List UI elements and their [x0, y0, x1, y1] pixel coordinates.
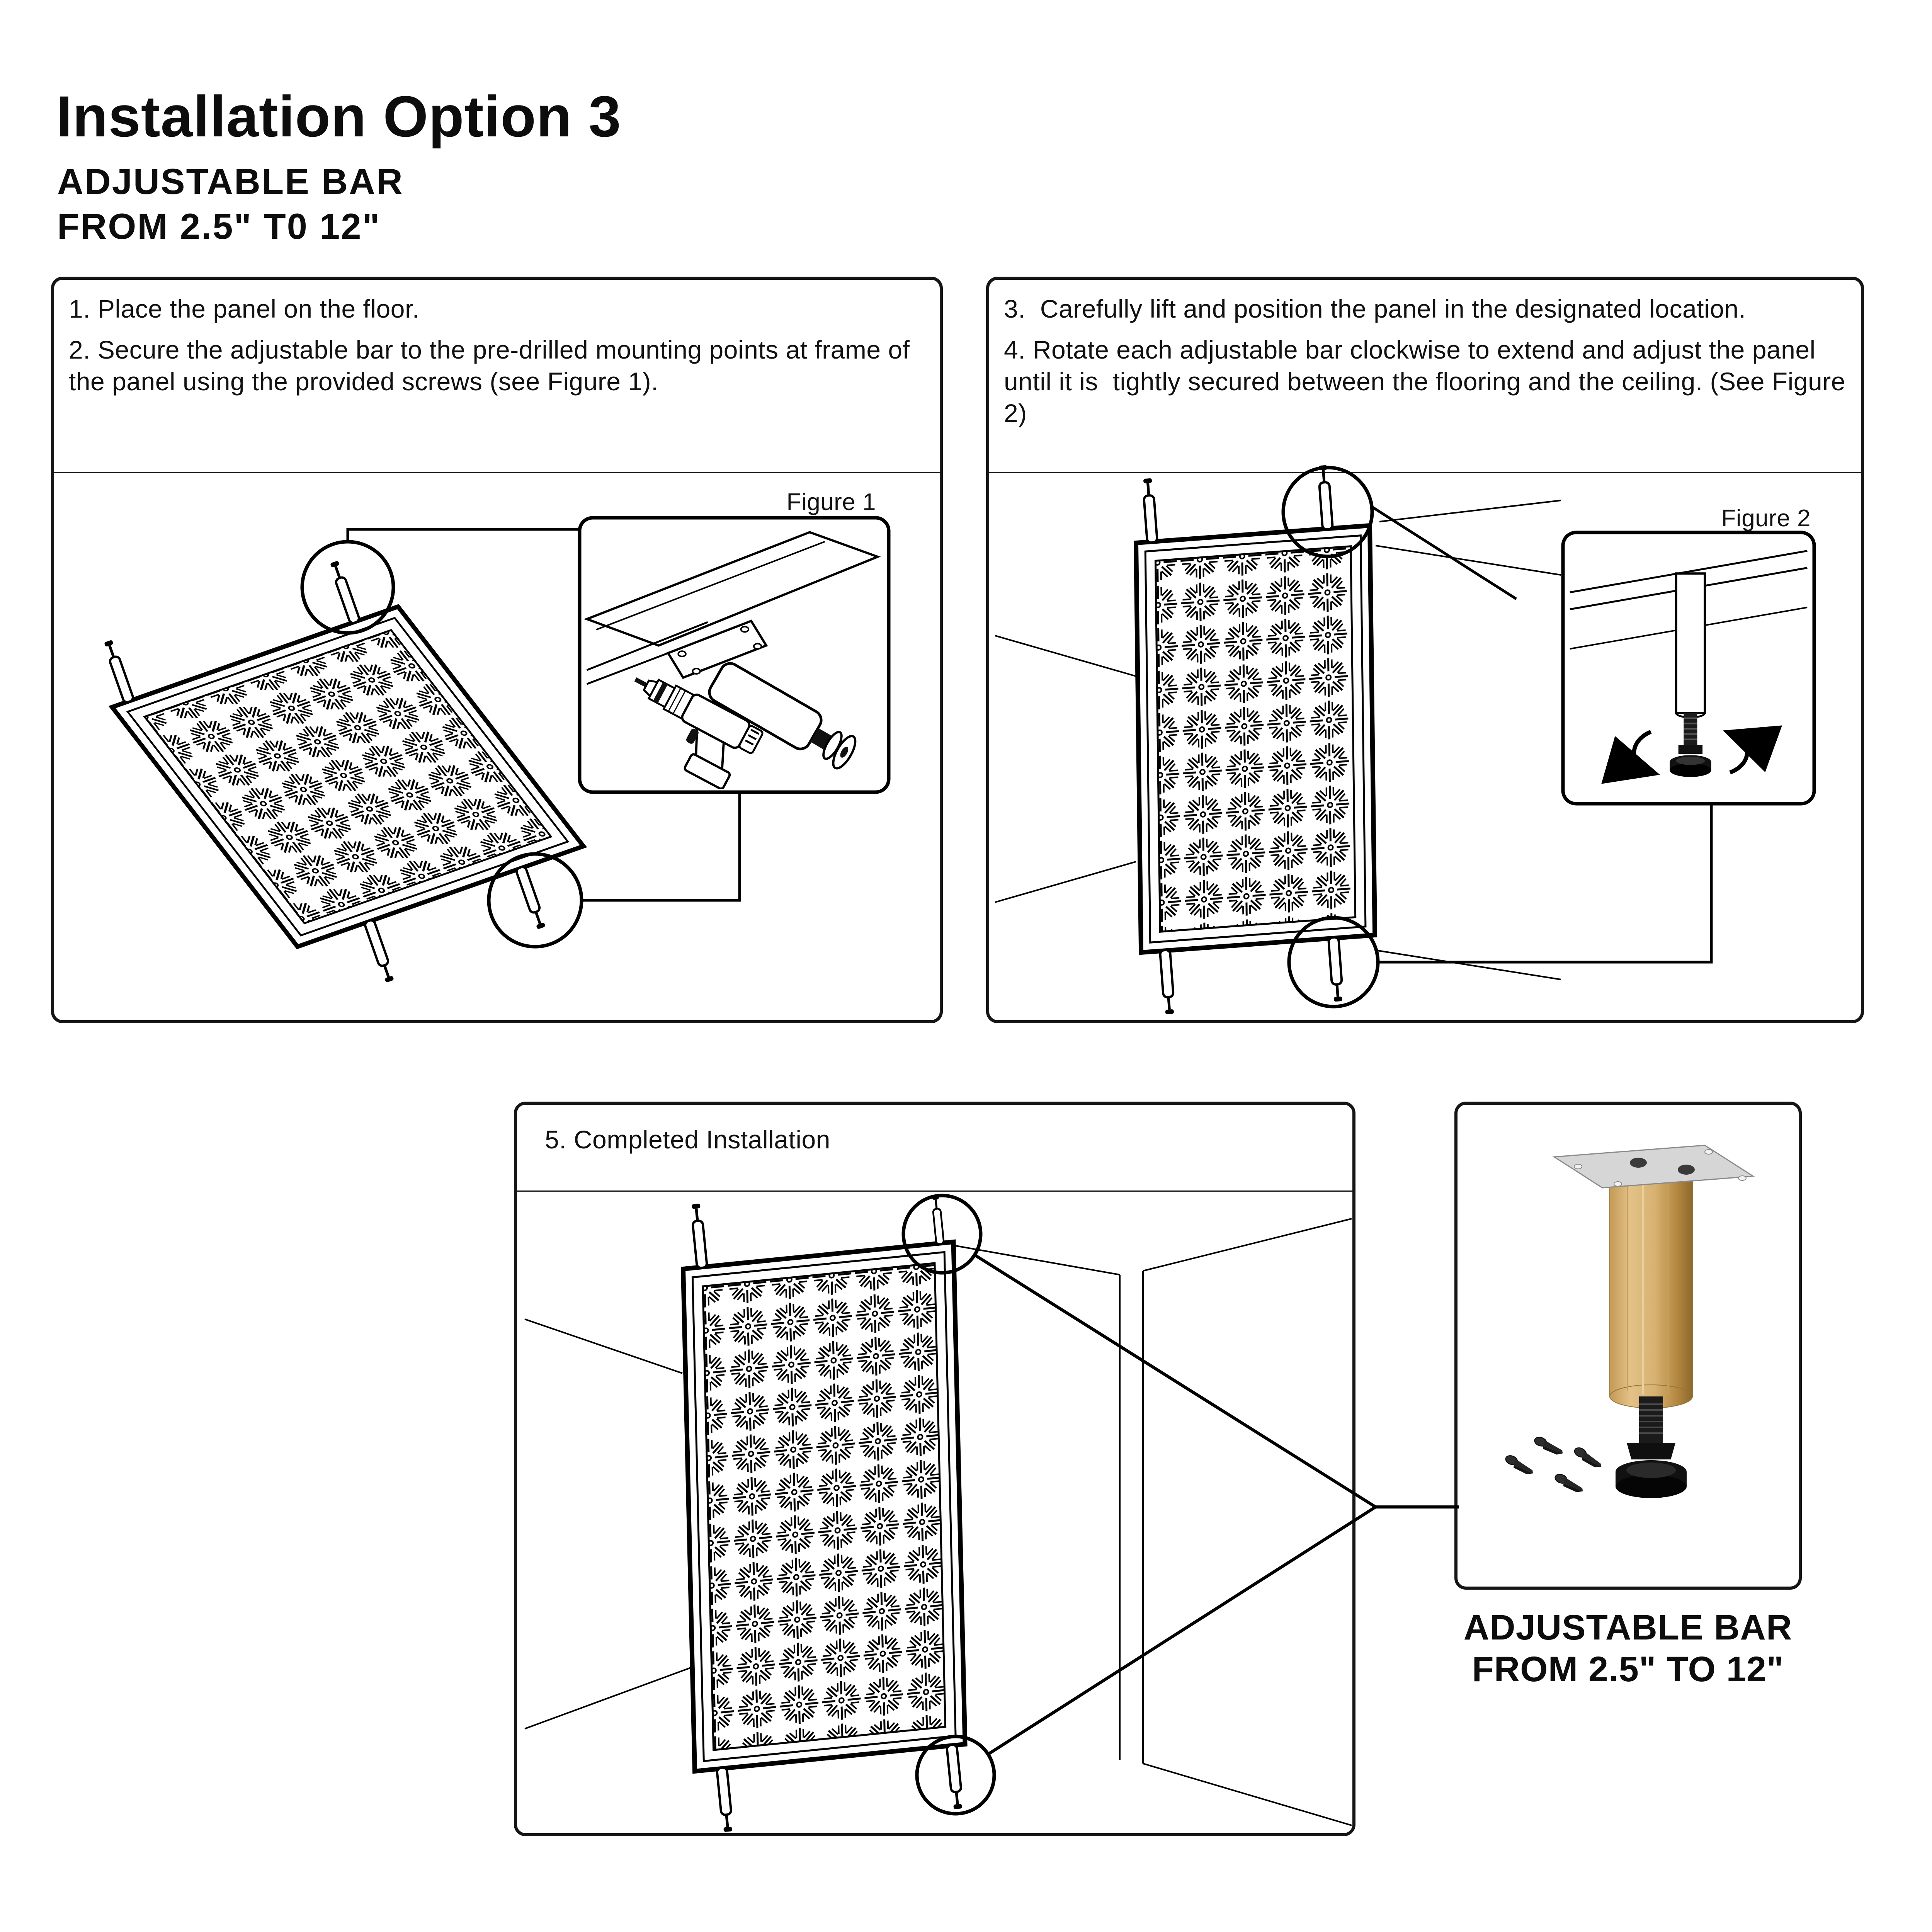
- part-caption-line1: ADJUSTABLE BAR: [1463, 1608, 1793, 1647]
- callout-circle: [1281, 466, 1374, 558]
- adjustable-bar-icon: [717, 1767, 733, 1832]
- step-3: 3. Carefully lift and position the panel…: [1004, 294, 1746, 323]
- subtitle-line1: ADJUSTABLE BAR: [57, 161, 404, 202]
- adjustable-bar-icon: [932, 1196, 944, 1245]
- completed-installation-box: 5. Completed Installation: [514, 1102, 1355, 1836]
- drill-icon: [634, 677, 764, 789]
- part-caption: ADJUSTABLE BAR FROM 2.5" TO 12": [1377, 1607, 1879, 1690]
- adjustable-bar-icon: [103, 639, 134, 703]
- callout-circle: [487, 852, 583, 949]
- adjustable-bar-icon: [1160, 950, 1175, 1014]
- completed-box-header-area: 5. Completed Installation: [517, 1105, 1352, 1192]
- adjustable-bar-icon: [515, 866, 546, 930]
- decorative-panel: [680, 1239, 968, 1774]
- rotation-arrow-icon: [1601, 730, 1660, 784]
- page-title: Installation Option 3: [56, 84, 621, 149]
- panel-positioned-figure: [995, 460, 1816, 1020]
- part-box: [1454, 1102, 1802, 1590]
- threaded-foot: [1616, 1396, 1687, 1498]
- callout-line-top: [1370, 505, 1517, 600]
- step-box-2: 3. Carefully lift and position the panel…: [986, 277, 1864, 1023]
- callout-line-bottom: [1377, 805, 1713, 964]
- adjustable-bar-icon: [947, 1745, 963, 1810]
- figure-2-label: Figure 2: [1721, 505, 1811, 532]
- part-caption-line2: FROM 2.5" TO 12": [1472, 1650, 1784, 1689]
- wood-leg: [1609, 1174, 1693, 1408]
- adjustable-bar-icon: [1318, 465, 1333, 529]
- callout-line-bottom: [581, 794, 741, 902]
- figure-1-label: Figure 1: [786, 489, 876, 515]
- callout-circle: [300, 540, 395, 635]
- adjustable-bar-icon: [364, 919, 395, 983]
- page-subtitle: ADJUSTABLE BAR FROM 2.5" T0 12": [57, 159, 404, 249]
- callout-circle: [901, 1194, 983, 1275]
- mounting-plate: [1552, 1145, 1755, 1189]
- step-box-1-text: 1. Place the panel on the floor. 2. Secu…: [54, 280, 940, 473]
- adjustable-bar-icon: [329, 560, 360, 624]
- adjustable-bar-icon: [691, 1204, 707, 1269]
- decorative-panel: [108, 604, 587, 949]
- step-2: 2. Secure the adjustable bar to the pre-…: [69, 335, 917, 396]
- leg-foot-icon: [1670, 572, 1711, 777]
- figure-2-inset: [1570, 550, 1808, 784]
- completed-header: 5. Completed Installation: [545, 1125, 830, 1154]
- decorative-panel: [1133, 523, 1378, 955]
- step-4: 4. Rotate each adjustable bar clockwise …: [1004, 335, 1853, 427]
- panel-on-floor-figure: [54, 516, 891, 1020]
- step-box-1: 1. Place the panel on the floor. 2. Secu…: [51, 277, 943, 1023]
- subtitle-line2: FROM 2.5" T0 12": [57, 206, 381, 247]
- callout-circle: [1287, 916, 1380, 1009]
- adjustable-bar-part-figure: [1503, 1145, 1755, 1498]
- figure-1-inset: [583, 531, 881, 789]
- callout-circle: [915, 1735, 996, 1816]
- rotation-arrow-icon: [1723, 725, 1782, 775]
- callout-line-top: [346, 528, 581, 543]
- mounting-plate: [666, 619, 768, 679]
- adjustable-bar-icon: [1143, 478, 1157, 543]
- screws: [1503, 1435, 1605, 1495]
- adjustable-bar-icon: [1328, 937, 1343, 1002]
- adjustable-bar-cylinder: [708, 662, 857, 770]
- step-box-2-text: 3. Carefully lift and position the panel…: [989, 280, 1861, 473]
- step-1: 1. Place the panel on the floor.: [69, 294, 420, 323]
- completed-installation-figure: [524, 1194, 1352, 1833]
- room-perspective-lines: [995, 500, 1561, 980]
